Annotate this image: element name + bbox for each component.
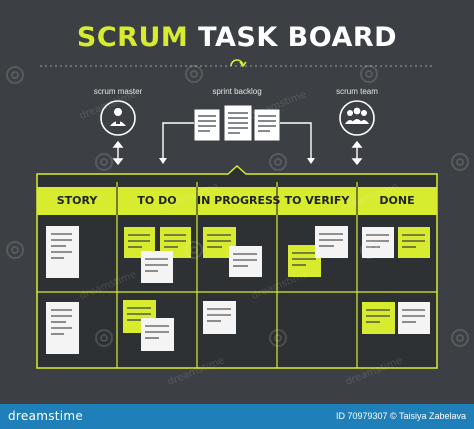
note-done-row2-1	[362, 302, 395, 334]
column-header-story: STORY	[56, 194, 98, 207]
note-done-1	[362, 227, 394, 258]
note-done-2	[398, 227, 430, 258]
title-scrum: SCRUM	[76, 22, 189, 53]
column-header-to-verify: TO VERIFY	[284, 194, 350, 207]
cycle-icon	[230, 59, 247, 68]
column-header-in-progress: IN PROGRESS	[197, 194, 281, 207]
scrum-master-arrow	[112, 140, 124, 166]
scrum-team-label: scrum team	[336, 87, 378, 96]
sprint-backlog-documents-icon	[193, 104, 281, 142]
watermark-swirls	[6, 65, 469, 347]
note-inprogress-2	[229, 246, 262, 277]
scrum-team-arrow	[351, 140, 363, 166]
arrow-to-verify-head	[307, 158, 315, 164]
footer-logo: dreamstime	[8, 409, 84, 423]
arrow-to-story-head	[159, 158, 167, 164]
note-story-row2	[46, 302, 79, 354]
footer-bar: dreamstime ID 70979307 © Taisiya Zabelav…	[0, 404, 474, 429]
note-inprogress-row2	[203, 301, 236, 334]
page-title: SCRUM TASK BOARD	[0, 22, 474, 53]
scrum-master-label: scrum master	[93, 87, 143, 96]
note-todo-3	[141, 251, 173, 283]
note-todo-row2-1	[123, 300, 156, 333]
title-task-board: TASK BOARD	[198, 22, 398, 53]
note-story-row1	[46, 226, 79, 278]
note-done-row2-2	[398, 302, 430, 334]
note-verify-2	[315, 226, 348, 258]
column-header-done: DONE	[379, 194, 415, 207]
note-todo-1	[124, 227, 155, 258]
header-band	[37, 187, 437, 215]
scrum-team-icon	[339, 100, 375, 136]
sprint-backlog-label: sprint backlog	[212, 87, 262, 96]
scrum-master-icon	[100, 100, 136, 136]
note-todo-2	[160, 227, 191, 258]
backlog-connector-arrows	[162, 122, 312, 160]
note-todo-row2-2	[141, 318, 174, 351]
footer-credit: ID 70979307 © Taisiya Zabelava	[335, 411, 466, 421]
column-header-to-do: TO DO	[137, 194, 177, 207]
